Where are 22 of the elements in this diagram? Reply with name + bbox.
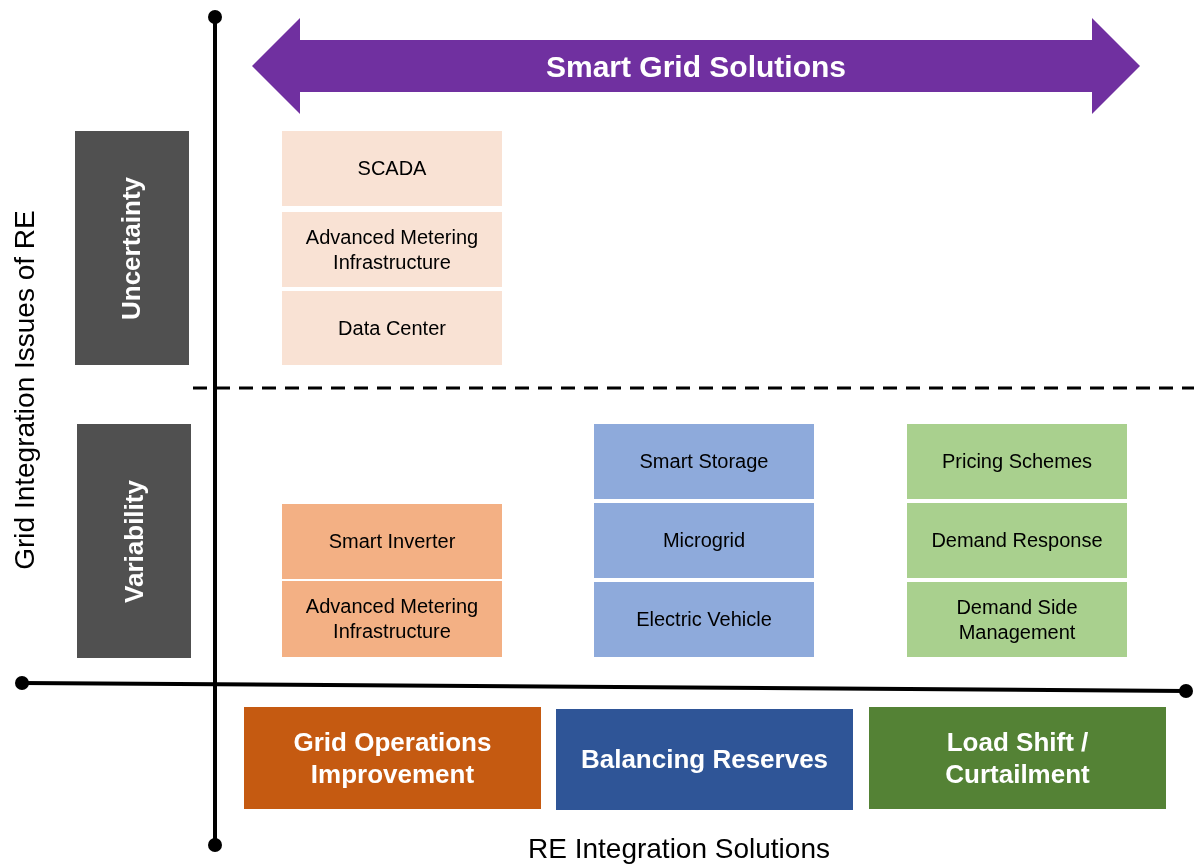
issue-box: [75, 131, 189, 365]
category-box: Load Shift / Curtailment: [869, 707, 1166, 809]
solution-box: Electric Vehicle: [594, 582, 814, 657]
solution-box: Pricing Schemes: [907, 424, 1127, 499]
solution-box: Demand Response: [907, 503, 1127, 578]
solution-box: Microgrid: [594, 503, 814, 578]
solution-box: SCADA: [282, 131, 502, 206]
solution-box: Advanced Metering Infrastructure: [282, 212, 502, 287]
solution-box: Advanced Metering Infrastructure: [282, 581, 502, 657]
banner-title: Smart Grid Solutions: [546, 48, 846, 85]
category-box: Balancing Reserves: [556, 709, 853, 810]
category-box: Grid Operations Improvement: [244, 707, 541, 809]
solution-box: Smart Storage: [594, 424, 814, 499]
axis-title: RE Integration Solutions: [528, 832, 830, 865]
issue-box: [77, 424, 191, 658]
solution-box: Demand Side Management: [907, 582, 1127, 657]
solution-box: Data Center: [282, 291, 502, 365]
solution-box: Smart Inverter: [282, 504, 502, 579]
double-arrow-banner: [252, 18, 1140, 114]
issue-label: Uncertainty: [115, 176, 148, 320]
issue-label: Variability: [117, 479, 150, 603]
axis-title: Grid Integration Issues of RE: [8, 210, 41, 570]
